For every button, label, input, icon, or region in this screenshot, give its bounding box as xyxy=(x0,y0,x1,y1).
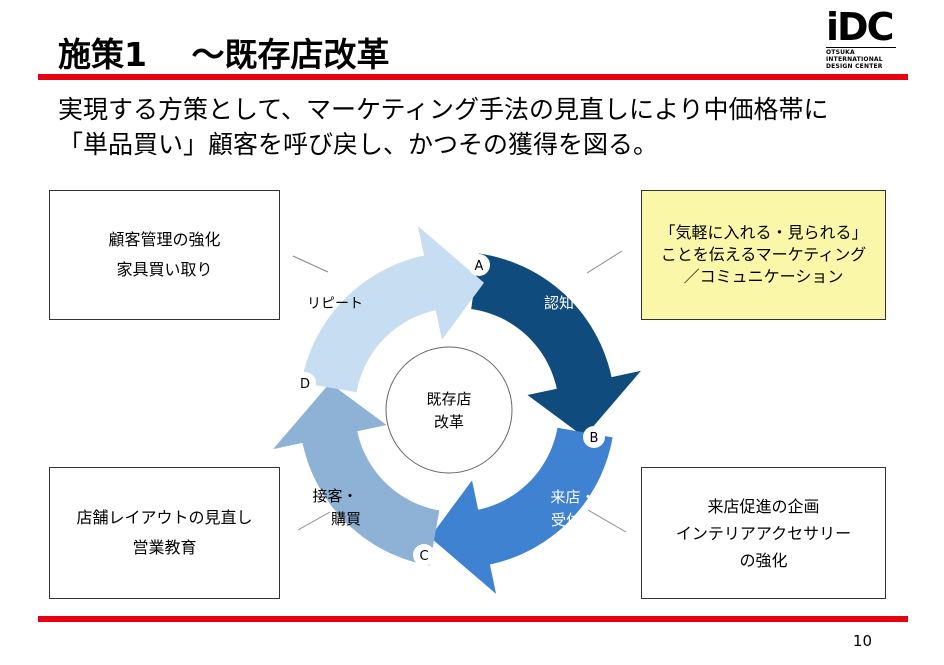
stage-c-label-line-1: 接客・ xyxy=(312,487,357,505)
badge-b xyxy=(583,426,605,448)
subtitle: 実現する方策として、マーケティング手法の見直しにより中価格帯に「単品買い」顧客を… xyxy=(58,95,829,159)
box-bottom-left-line-2: 営業教育 xyxy=(132,538,197,557)
box-top-left-line-1: 顧客管理の強化 xyxy=(108,230,221,249)
connector-top-left xyxy=(292,255,329,273)
box-top-right: 「気軽に入れる・見られる」 ことを伝えるマーケティング ／コミュニケーション xyxy=(641,190,886,320)
box-top-right-line-2: ことを伝えるマーケティング xyxy=(660,245,867,264)
page-title: 施策1 ～既存店改革 xyxy=(58,35,390,74)
idc-logo: iDC OTSUKA INTERNATIONAL DESIGN CENTER xyxy=(826,8,908,72)
badge-a xyxy=(468,254,490,276)
stage-a-label: 認知 xyxy=(544,294,574,312)
stage-b-label-line-1: 来店・ xyxy=(550,488,595,506)
bottom-divider xyxy=(38,616,908,622)
box-bottom-right-line-1: 来店促進の企画 xyxy=(707,496,820,516)
logo-line-1: OTSUKA xyxy=(826,49,855,56)
box-bottom-left: 店舗レイアウトの見直し 営業教育 xyxy=(49,467,280,599)
connector-bottom-right xyxy=(587,509,627,533)
badge-b-label: B xyxy=(590,431,599,446)
stage-b-label-line-2: 受付 xyxy=(551,511,581,529)
arrow-d-repeat xyxy=(301,226,484,393)
badge-d-label: D xyxy=(300,377,310,392)
badge-a-label: A xyxy=(475,259,484,274)
badge-c-label: C xyxy=(419,549,428,564)
badge-c xyxy=(413,544,435,566)
arrow-c-purchase xyxy=(273,383,440,566)
arrow-a-awareness xyxy=(471,253,641,437)
box-top-left: 顧客管理の強化 家具買い取り xyxy=(49,190,280,320)
box-top-right-line-1: 「気軽に入れる・見られる」 xyxy=(659,223,868,242)
logo-mark: iDC xyxy=(826,5,894,49)
stage-d-label: リピート xyxy=(307,296,363,312)
box-top-right-line-3: ／コミュニケーション xyxy=(683,267,844,286)
box-bottom-left-line-1: 店舗レイアウトの見直し xyxy=(76,508,253,527)
box-top-left-line-2: 家具買い取り xyxy=(116,260,213,279)
top-divider xyxy=(38,74,908,80)
box-bottom-right-line-2: インテリアアクセサリー xyxy=(675,523,852,543)
center-label-line-2: 改革 xyxy=(434,413,464,431)
box-bottom-right: 来店促進の企画 インテリアアクセサリー の強化 xyxy=(641,467,886,599)
center-circle xyxy=(385,346,513,474)
logo-rule xyxy=(826,47,896,48)
connector-bottom-left xyxy=(297,511,331,531)
connector-top-right xyxy=(586,250,623,274)
arrow-b-visit xyxy=(430,427,613,594)
page-number: 10 xyxy=(852,632,872,650)
logo-line-2: INTERNATIONAL xyxy=(826,56,883,63)
stage-c-label-line-2: 購買 xyxy=(331,510,361,528)
badge-d xyxy=(294,372,316,394)
logo-line-3: DESIGN CENTER xyxy=(826,63,883,70)
box-bottom-right-line-3: の強化 xyxy=(739,550,788,570)
center-label-line-1: 既存店 xyxy=(426,390,471,408)
